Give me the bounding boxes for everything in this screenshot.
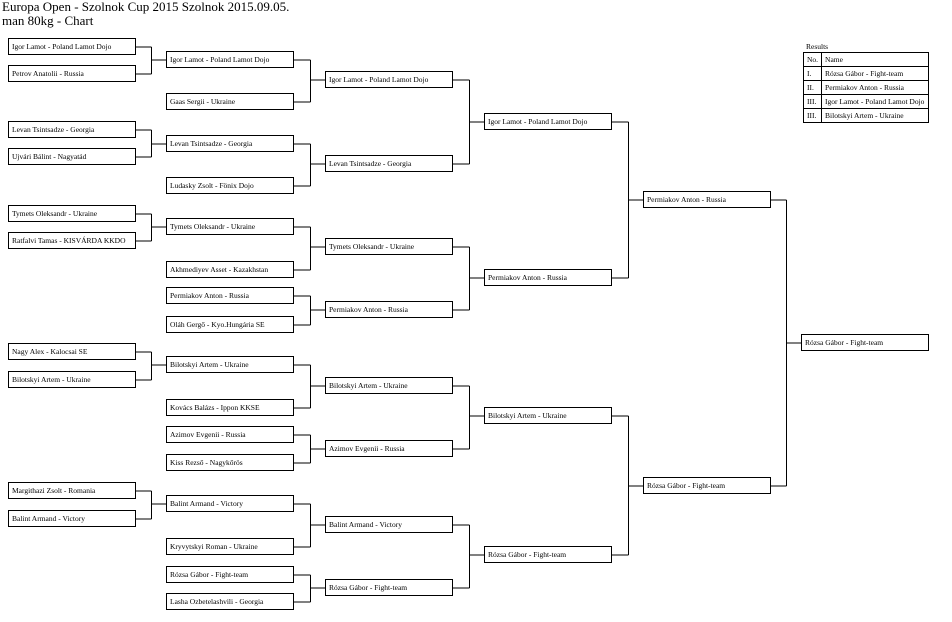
winner-box: Rózsa Gábor - Fight-team <box>801 334 929 351</box>
results-header-name: Name <box>821 52 930 67</box>
bracket-entry-round2: Ludasky Zsolt - Fönix Dojo <box>166 177 294 194</box>
bracket-entry-round1: Bilotskyi Artem - Ukraine <box>8 371 136 388</box>
bracket-entry-round2: Kovács Balázs - Ippon KKSE <box>166 399 294 416</box>
bracket-entry-round2: Bilotskyi Artem - Ukraine <box>166 356 294 373</box>
event-title: Europa Open - Szolnok Cup 2015 Szolnok 2… <box>2 0 290 14</box>
bracket-entry-round1: Tymets Oleksandr - Ukraine <box>8 205 136 222</box>
bracket-entry-round2: Lasha Ozbetelashvili - Georgia <box>166 593 294 610</box>
bracket-entry-round2: Igor Lamot - Poland Lamot Dojo <box>166 51 294 68</box>
bracket-entry-round3: Permiakov Anton - Russia <box>325 301 453 318</box>
bracket-entry-round4: Bilotskyi Artem - Ukraine <box>484 407 612 424</box>
results-table: No. Name I. Rózsa Gábor - Fight-team II.… <box>802 52 930 123</box>
results-rank: III. <box>802 108 823 123</box>
bracket-entry-round3: Igor Lamot - Poland Lamot Dojo <box>325 71 453 88</box>
bracket-entry-round1: Levan Tsintsadze - Georgia <box>8 121 136 138</box>
bracket-entry-round5: Rózsa Gábor - Fight-team <box>643 477 771 494</box>
bracket-entry-round4: Permiakov Anton - Russia <box>484 269 612 286</box>
bracket-entry-round4: Igor Lamot - Poland Lamot Dojo <box>484 113 612 130</box>
bracket-entry-round3: Rózsa Gábor - Fight-team <box>325 579 453 596</box>
bracket-entry-round3: Levan Tsintsadze - Georgia <box>325 155 453 172</box>
results-row: II. Permiakov Anton - Russia <box>802 80 930 95</box>
bracket-entry-round1: Ratfalvi Tamas - KISVÁRDA KKDO <box>8 232 136 249</box>
bracket-entry-round2: Permiakov Anton - Russia <box>166 287 294 304</box>
bracket-entry-round3: Bilotskyi Artem - Ukraine <box>325 377 453 394</box>
results-rank: I. <box>802 66 823 81</box>
bracket-entry-round1: Nagy Alex - Kalocsai SE <box>8 343 136 360</box>
results-name: Rózsa Gábor - Fight-team <box>821 66 930 81</box>
category-title: man 80kg - Chart <box>2 13 94 28</box>
results-rank: II. <box>802 80 823 95</box>
results-title: Results <box>806 42 829 51</box>
results-name: Igor Lamot - Poland Lamot Dojo <box>821 94 930 109</box>
bracket-entry-round2: Gaas Sergii - Ukraine <box>166 93 294 110</box>
bracket-entry-round3: Tymets Oleksandr - Ukraine <box>325 238 453 255</box>
bracket-entry-round5: Permiakov Anton - Russia <box>643 191 771 208</box>
bracket-entry-round3: Azimov Evgenii - Russia <box>325 440 453 457</box>
bracket-entry-round2: Kiss Rezső - Nagykőrös <box>166 454 294 471</box>
results-name: Permiakov Anton - Russia <box>821 80 930 95</box>
bracket-entry-round3: Balint Armand - Victory <box>325 516 453 533</box>
bracket-entry-round1: Ujvári Bálint - Nagyatád <box>8 148 136 165</box>
results-row: III. Bilotskyi Artem - Ukraine <box>802 108 930 123</box>
bracket-entry-round2: Oláh Gergő - Kyo.Hungária SE <box>166 316 294 333</box>
results-rank: III. <box>802 94 823 109</box>
bracket-entry-round4: Rózsa Gábor - Fight-team <box>484 546 612 563</box>
bracket-entry-round1: Igor Lamot - Poland Lamot Dojo <box>8 38 136 55</box>
results-header-row: No. Name <box>802 52 930 67</box>
bracket-entry-round2: Levan Tsintsadze - Georgia <box>166 135 294 152</box>
results-row: III. Igor Lamot - Poland Lamot Dojo <box>802 94 930 109</box>
results-row: I. Rózsa Gábor - Fight-team <box>802 66 930 81</box>
bracket-entry-round2: Rózsa Gábor - Fight-team <box>166 566 294 583</box>
bracket-entry-round2: Tymets Oleksandr - Ukraine <box>166 218 294 235</box>
bracket-entry-round2: Balint Armand - Victory <box>166 495 294 512</box>
bracket-entry-round2: Azimov Evgenii - Russia <box>166 426 294 443</box>
bracket-entry-round1: Petrov Anatolii - Russia <box>8 65 136 82</box>
results-header-no: No. <box>802 52 823 67</box>
bracket-entry-round1: Balint Armand - Victory <box>8 510 136 527</box>
bracket-entry-round2: Kryvytskyi Roman - Ukraine <box>166 538 294 555</box>
bracket-entry-round1: Margithazi Zsolt - Romania <box>8 482 136 499</box>
results-name: Bilotskyi Artem - Ukraine <box>821 108 930 123</box>
bracket-entry-round2: Akhmediyev Asset - Kazakhstan <box>166 261 294 278</box>
